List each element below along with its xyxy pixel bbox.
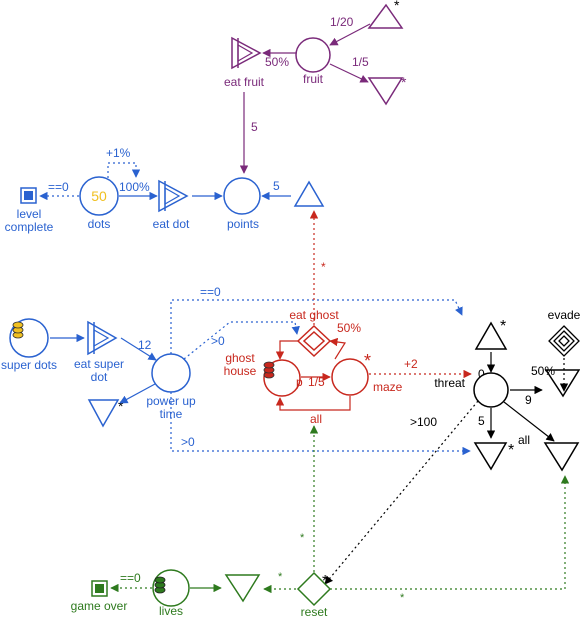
super-dots-token-stack xyxy=(12,321,24,339)
dots-empty-condition: ==0 xyxy=(48,180,69,194)
dots-rate-label: 100% xyxy=(119,180,150,194)
lives-empty-condition: ==0 xyxy=(120,571,141,585)
game-over-end-fill xyxy=(95,584,104,593)
power-up-gt0-bottom-label: >0 xyxy=(181,435,195,449)
reset-to-ghosts-star: * xyxy=(300,532,305,544)
fruit-pool-label: fruit xyxy=(303,72,324,86)
fruit-drain-star: * xyxy=(401,74,407,90)
game-over-label: game over xyxy=(71,599,128,613)
maze-plus2-label: +2 xyxy=(404,357,418,371)
fruit-spawn-rate: 1/20 xyxy=(330,15,354,29)
reset-to-lives-star: * xyxy=(278,571,283,583)
maze-label: maze xyxy=(373,380,403,394)
level-complete-label-1: level xyxy=(17,207,42,221)
threat-drain-right-triangle[interactable] xyxy=(544,369,580,398)
threat-source-triangle[interactable] xyxy=(474,321,508,350)
eat-dot-label: eat dot xyxy=(153,217,190,231)
eat-super-dot-converter[interactable] xyxy=(87,320,118,356)
lives-section: game over ==0 lives * reset * * * xyxy=(71,425,570,618)
points-label: points xyxy=(227,217,259,231)
power-up-label-1: power up xyxy=(146,394,196,408)
lives-label: lives xyxy=(159,604,183,618)
threat-section: * 0 threat evade 50% 9 * 5 all >100 xyxy=(324,308,580,585)
threat-zero-label: 0 xyxy=(478,367,485,381)
eat-fruit-converter[interactable] xyxy=(231,36,262,70)
dots-pool-value: 50 xyxy=(91,188,107,204)
threat-gt100-label: >100 xyxy=(410,415,437,429)
source-to-points-label: 5 xyxy=(273,179,280,193)
reset-to-threat-star: * xyxy=(400,592,405,604)
eat-super-dot-label-1: eat super xyxy=(74,357,124,371)
super-dots-label: super dots xyxy=(1,358,57,372)
fruit-drain-triangle[interactable] xyxy=(367,77,404,106)
ghost-house-label-2: house xyxy=(224,364,257,378)
fruit-drain-rate: 1/5 xyxy=(352,55,369,69)
evade-pct: 50% xyxy=(531,364,555,378)
evade-gate[interactable] xyxy=(548,325,580,357)
fruit-section: * * fruit 1/20 1/5 50% eat fruit 5 xyxy=(224,0,407,174)
threat-drain-bottom-star: * xyxy=(508,442,514,459)
ghost-return-all: all xyxy=(310,412,322,426)
reset-gate[interactable] xyxy=(296,571,332,607)
eat-dot-converter[interactable] xyxy=(158,179,189,213)
ghost-house-p-label: p xyxy=(296,375,303,389)
fruit-pool[interactable] xyxy=(295,37,331,73)
power-up-eq0-label: ==0 xyxy=(200,285,221,299)
power-up-pool[interactable] xyxy=(151,353,191,393)
eat-ghost-pct: 50% xyxy=(337,321,361,335)
power-up-gt0-top-label: >0 xyxy=(211,334,225,348)
power-up-drain-star: * xyxy=(118,398,124,414)
game-over-end[interactable] xyxy=(91,580,108,597)
threat-nine-label: 9 xyxy=(525,393,532,407)
threat-source-star: * xyxy=(500,318,506,335)
fruit-source-top-triangle[interactable] xyxy=(367,3,404,29)
evade-label: evade xyxy=(548,308,580,322)
reset-label: reset xyxy=(301,605,328,618)
maze-star: * xyxy=(364,351,371,371)
threat-pool[interactable] xyxy=(473,372,509,408)
fruit-to-points-label: 5 xyxy=(251,120,258,134)
ghost-to-points-star: * xyxy=(321,260,326,274)
dots-section: level complete ==0 50 dots +1% 100% eat … xyxy=(5,146,325,234)
lives-token-stack xyxy=(154,576,166,594)
super-section: super dots eat super dot 12 power up tim… xyxy=(1,285,471,456)
dots-pool-label: dots xyxy=(88,217,111,231)
threat-drain-bottom-triangle[interactable] xyxy=(473,442,508,471)
points-pool[interactable] xyxy=(223,177,261,215)
eat-super-dot-label-2: dot xyxy=(91,370,108,384)
level-complete-label-2: complete xyxy=(5,220,54,234)
dots-bonus-label: +1% xyxy=(106,146,131,160)
ghost-release-rate: 1/5 xyxy=(308,375,325,389)
threat-all-label: all xyxy=(518,433,530,447)
reset-star: * xyxy=(322,573,328,590)
ghost-house-label-1: ghost xyxy=(225,351,255,365)
fruit-source-top-star: * xyxy=(394,0,400,13)
fruit-convert-pct: 50% xyxy=(265,55,289,69)
maze-pool[interactable] xyxy=(331,358,369,396)
power-up-flow-label: 12 xyxy=(138,338,152,352)
level-complete-end-fill xyxy=(24,191,33,200)
threat-all-triangle[interactable] xyxy=(543,442,580,472)
eat-fruit-label: eat fruit xyxy=(224,75,265,89)
threat-five-label: 5 xyxy=(478,414,485,428)
eat-ghost-gate[interactable] xyxy=(296,324,332,358)
dots-pool[interactable] xyxy=(79,176,119,216)
ghost-house-token-stack xyxy=(263,361,275,379)
ghost-section: eat ghost 50% ghost house p 1/5 * maze a… xyxy=(224,210,472,426)
level-complete-end[interactable] xyxy=(20,187,37,204)
points-source-triangle[interactable] xyxy=(293,180,325,207)
lives-drain-triangle[interactable] xyxy=(224,574,261,603)
threat-label: threat xyxy=(434,376,465,390)
power-up-drain-triangle[interactable] xyxy=(87,399,120,428)
